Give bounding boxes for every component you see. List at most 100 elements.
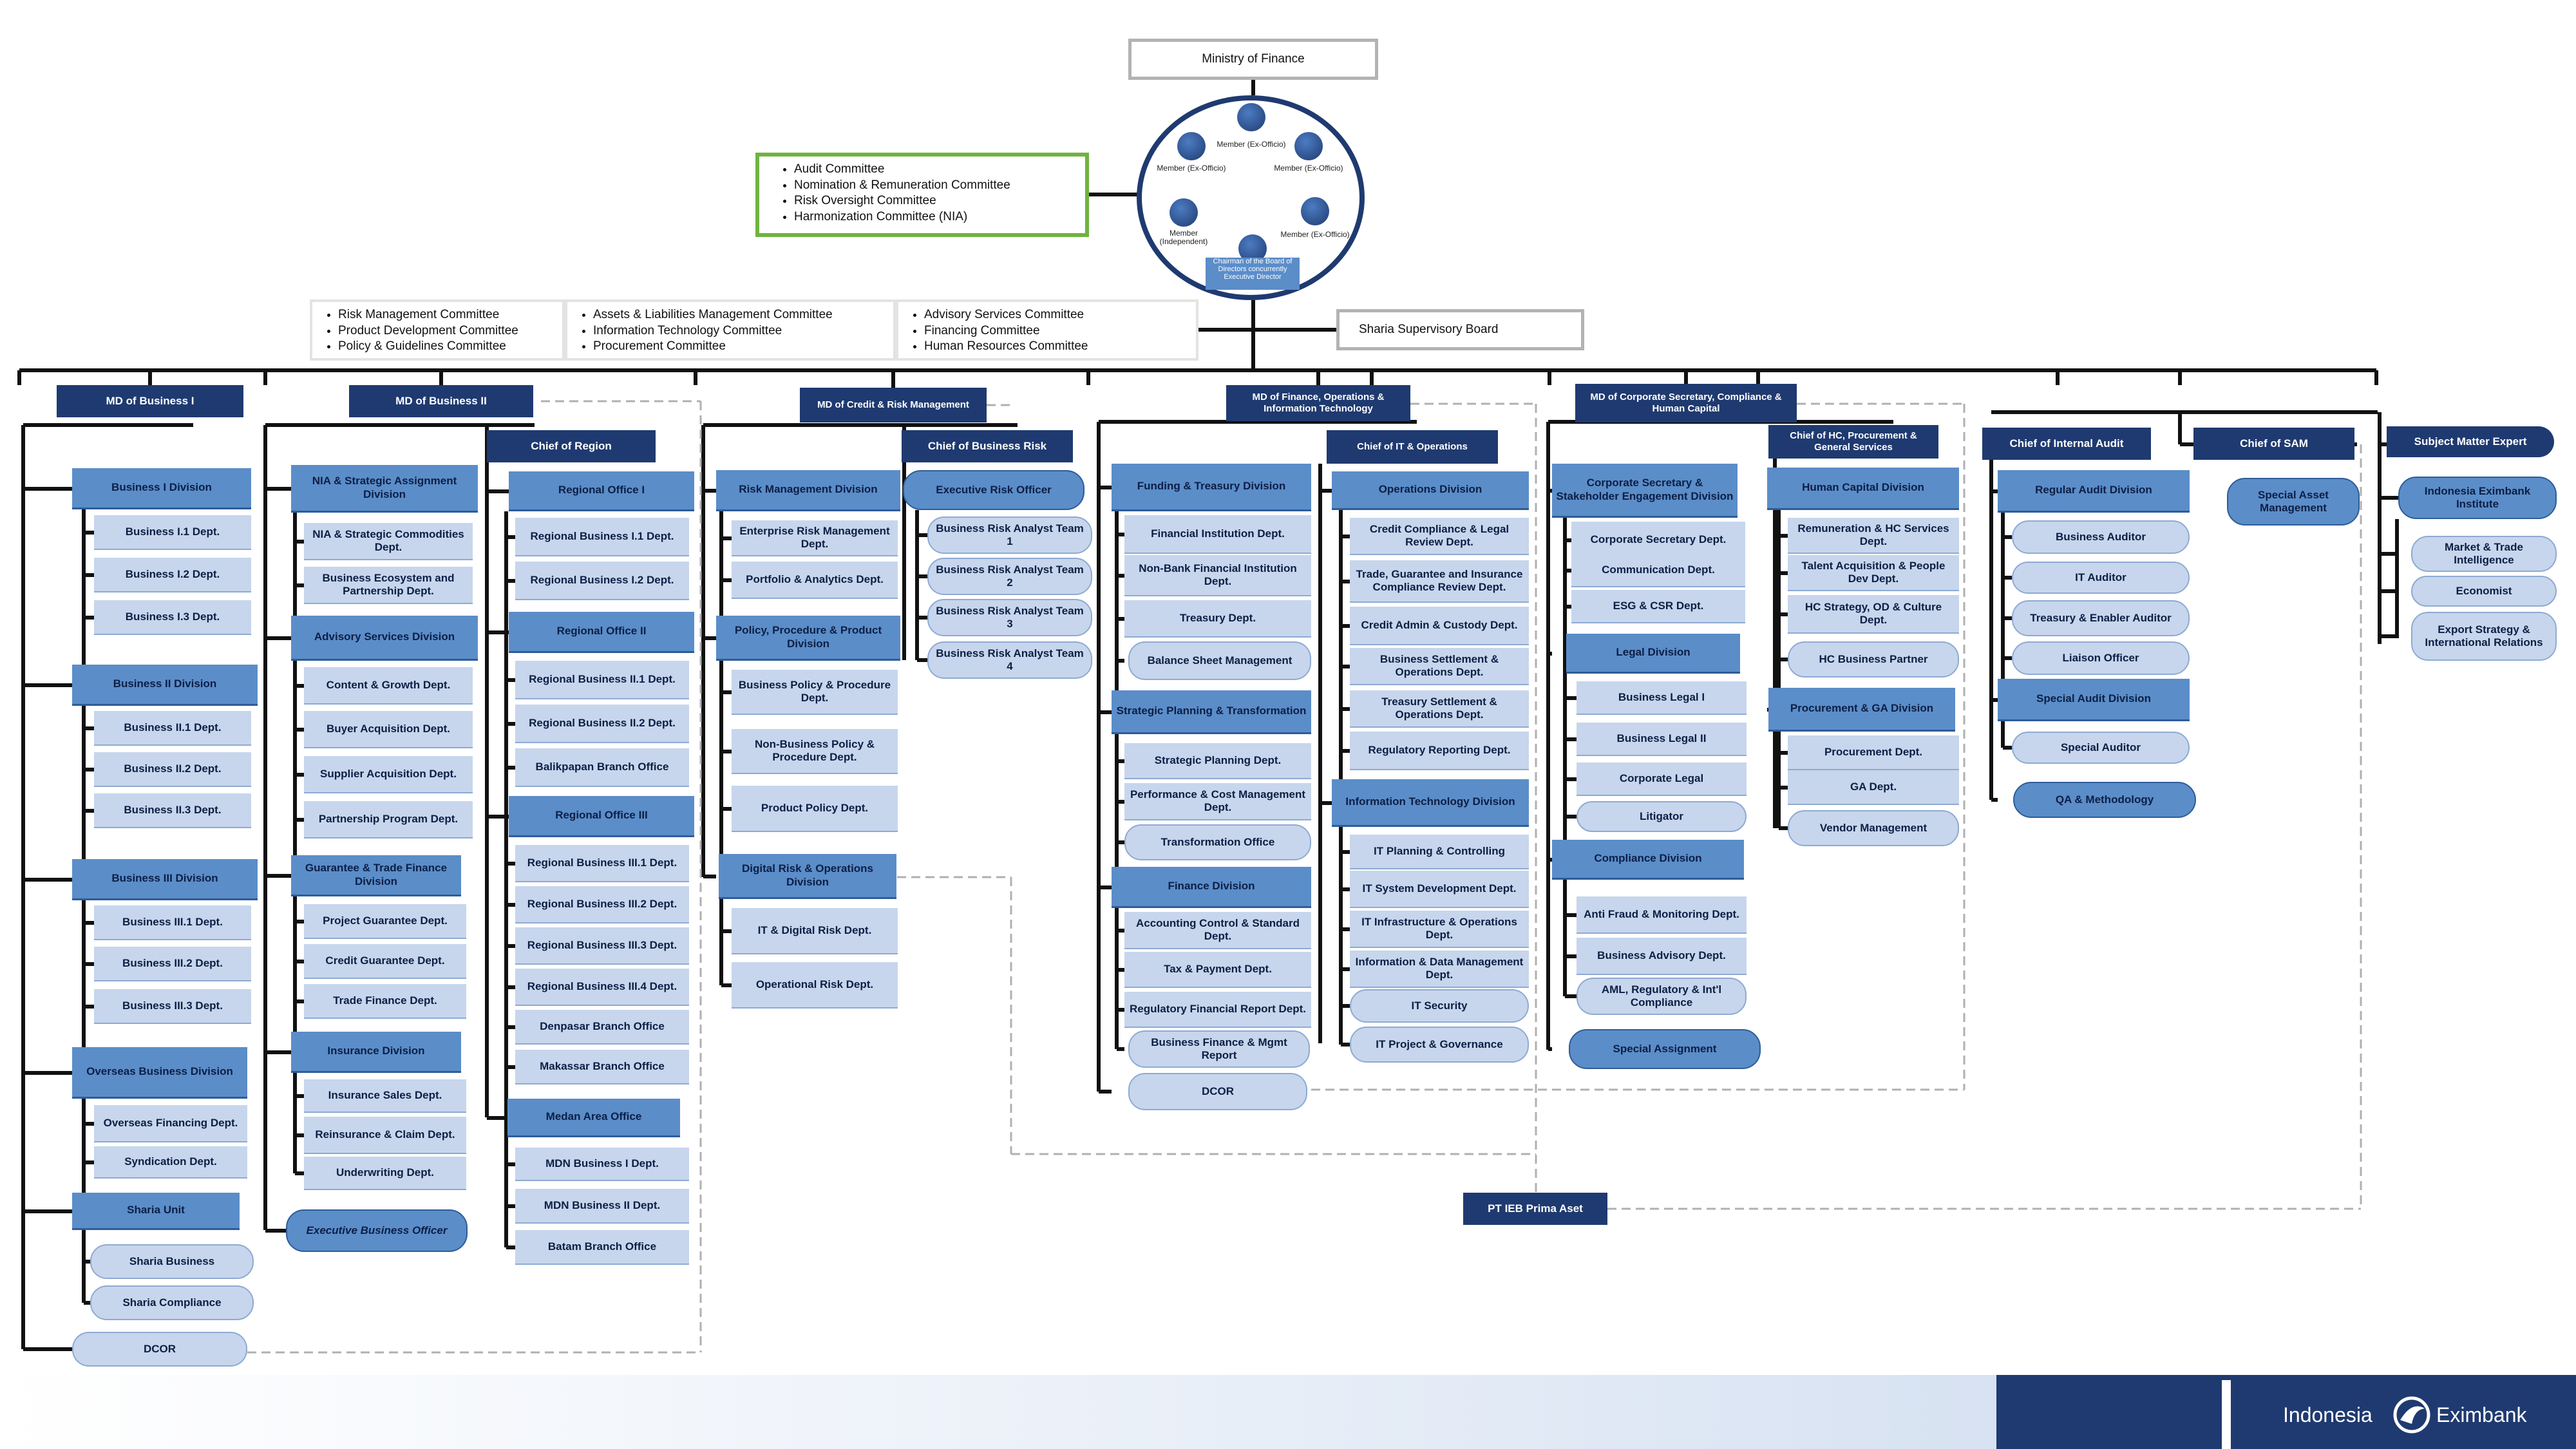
- litigator: Litigator: [1577, 801, 1747, 832]
- treasury-dept: Treasury Dept.: [1124, 600, 1311, 638]
- committee-item: Human Resources Committee: [924, 339, 1187, 355]
- mdn-business-1: MDN Business I Dept.: [515, 1148, 689, 1181]
- committee-item: Advisory Services Committee: [924, 307, 1187, 323]
- batam-branch: Batam Branch Office: [515, 1230, 689, 1265]
- it-project-governance: IT Project & Governance: [1350, 1027, 1529, 1063]
- strategic-planning-dept: Strategic Planning Dept.: [1124, 743, 1311, 779]
- it-system-dev-dept: IT System Development Dept.: [1350, 871, 1529, 908]
- information-data-dept: Information & Data Management Dept.: [1350, 951, 1529, 988]
- executive-business-officer: Executive Business Officer: [286, 1209, 468, 1252]
- non-business-policy-dept: Non-Business Policy & Procedure Dept.: [732, 729, 898, 774]
- aml-dept: AML, Regulatory & Int'l Compliance: [1577, 978, 1747, 1015]
- market-trade-intelligence: Market & Trade Intelligence: [2411, 536, 2557, 572]
- performance-cost-dept: Performance & Cost Management Dept.: [1124, 783, 1311, 820]
- partnership-program-dept: Partnership Program Dept.: [304, 801, 473, 838]
- sharia-supervisory-board-box: Sharia Supervisory Board: [1336, 309, 1584, 350]
- business-1-division: Business I Division: [72, 468, 251, 509]
- regulatory-reporting-dept: Regulatory Reporting Dept.: [1350, 732, 1529, 770]
- committee-item: Risk Oversight Committee: [794, 193, 1076, 209]
- md-business-2-header: MD of Business II: [349, 385, 533, 417]
- md-finance-ops-it-header: MD of Finance, Operations & Information …: [1226, 385, 1410, 421]
- accounting-control-dept: Accounting Control & Standard Dept.: [1124, 912, 1311, 949]
- footer-bar: Indonesia Eximbank: [0, 1375, 2576, 1449]
- regular-audit-division: Regular Audit Division: [1998, 470, 2190, 513]
- business-2-3-dept: Business II.3 Dept.: [94, 793, 251, 828]
- legal-division: Legal Division: [1566, 634, 1740, 674]
- brand-name-left: Indonesia: [2283, 1403, 2372, 1426]
- board-member-label: Member (Ex-Officio): [1280, 230, 1350, 239]
- chief-it-operations-header: Chief of IT & Operations: [1327, 430, 1498, 464]
- management-committees-box-2: Assets & Liabilities Management Committe…: [565, 299, 896, 361]
- special-assignment: Special Assignment: [1569, 1029, 1761, 1069]
- business-advisory-dept: Business Advisory Dept.: [1577, 938, 1747, 975]
- it-auditor: IT Auditor: [2012, 562, 2190, 594]
- credit-guarantee-dept: Credit Guarantee Dept.: [304, 944, 466, 979]
- procurement-dept: Procurement Dept.: [1788, 735, 1959, 770]
- regional-business-3-3: Regional Business III.3 Dept.: [515, 927, 689, 965]
- sharia-compliance: Sharia Compliance: [90, 1285, 254, 1320]
- qa-methodology: QA & Methodology: [2013, 782, 2196, 818]
- nia-division: NIA & Strategic Assignment Division: [291, 465, 478, 513]
- regional-business-1-2: Regional Business I.2 Dept.: [515, 562, 689, 600]
- regional-business-2-2: Regional Business II.2 Dept.: [515, 705, 689, 743]
- board-member-label: Member (Ex-Officio): [1274, 164, 1343, 173]
- trade-finance-dept: Trade Finance Dept.: [304, 984, 466, 1019]
- regional-business-3-4: Regional Business III.4 Dept.: [515, 969, 689, 1006]
- regional-business-1-1: Regional Business I.1 Dept.: [515, 518, 689, 556]
- business-legal-2: Business Legal II: [1577, 723, 1747, 756]
- ga-dept: GA Dept.: [1788, 770, 1959, 805]
- regional-office-2: Regional Office II: [509, 612, 694, 653]
- management-committees-box-1: Risk Management Committee Product Develo…: [310, 299, 565, 361]
- corporate-legal: Corporate Legal: [1577, 762, 1747, 796]
- hc-business-partner: HC Business Partner: [1788, 641, 1959, 677]
- member-avatar-icon: [1177, 132, 1206, 160]
- board-member-label: Member (Ex-Officio): [1157, 164, 1226, 173]
- business-1-3-dept: Business I.3 Dept.: [94, 600, 251, 635]
- chairman-label: Chairman of the Board of Directors concu…: [1206, 258, 1300, 290]
- business-1-2-dept: Business I.2 Dept.: [94, 558, 251, 592]
- regional-business-3-1: Regional Business III.1 Dept.: [515, 845, 689, 882]
- board-committees-box: Audit Committee Nomination & Remuneratio…: [755, 153, 1089, 237]
- ministry-of-finance-box: Ministry of Finance: [1128, 39, 1378, 80]
- portfolio-analytics-dept: Portfolio & Analytics Dept.: [732, 562, 898, 599]
- dcor-1: DCOR: [72, 1332, 247, 1367]
- insurance-sales-dept: Insurance Sales Dept.: [304, 1079, 466, 1113]
- special-audit-division: Special Audit Division: [1998, 679, 2190, 721]
- committee-item: Procurement Committee: [593, 339, 884, 355]
- sharia-business: Sharia Business: [90, 1244, 254, 1279]
- chief-business-risk-header: Chief of Business Risk: [902, 430, 1073, 462]
- vendor-management: Vendor Management: [1788, 810, 1959, 846]
- non-bank-fi-dept: Non-Bank Financial Institution Dept.: [1124, 555, 1311, 596]
- it-digital-risk-dept: IT & Digital Risk Dept.: [732, 908, 898, 954]
- regional-office-3: Regional Office III: [509, 796, 694, 837]
- remuneration-dept: Remuneration & HC Services Dept.: [1788, 518, 1959, 554]
- board-member-label: Member (Independent): [1159, 229, 1208, 246]
- business-ecosystem-dept: Business Ecosystem and Partnership Dept.: [304, 567, 473, 604]
- regional-business-3-2: Regional Business III.2 Dept.: [515, 886, 689, 923]
- talent-acquisition-dept: Talent Acquisition & People Dev Dept.: [1788, 555, 1959, 591]
- communication-dept: Communication Dept.: [1571, 554, 1745, 587]
- chief-of-sam-header: Chief of SAM: [2193, 428, 2354, 460]
- strategic-planning-division: Strategic Planning & Transformation: [1112, 690, 1311, 734]
- chief-internal-audit-header: Chief of Internal Audit: [1982, 428, 2151, 460]
- footer-divider: [2222, 1380, 2231, 1449]
- credit-compliance-dept: Credit Compliance & Legal Review Dept.: [1350, 518, 1529, 555]
- mdn-business-2: MDN Business II Dept.: [515, 1189, 689, 1224]
- overseas-business-division: Overseas Business Division: [72, 1047, 247, 1099]
- finance-division: Finance Division: [1112, 867, 1311, 908]
- makassar-branch: Makassar Branch Office: [515, 1050, 689, 1084]
- md-business-1-header: MD of Business I: [57, 385, 243, 417]
- management-committees-box-3: Advisory Services Committee Financing Co…: [896, 299, 1198, 361]
- committee-item: Product Development Committee: [338, 323, 553, 339]
- guarantee-trade-division: Guarantee & Trade Finance Division: [291, 855, 461, 896]
- corp-sec-division: Corporate Secretary & Stakeholder Engage…: [1552, 464, 1738, 518]
- syndication-dept: Syndication Dept.: [94, 1146, 247, 1179]
- compliance-division: Compliance Division: [1552, 840, 1744, 880]
- business-2-1-dept: Business II.1 Dept.: [94, 711, 251, 746]
- md-credit-risk-header: MD of Credit & Risk Management: [800, 388, 987, 422]
- business-1-1-dept: Business I.1 Dept.: [94, 515, 251, 550]
- risk-analyst-2: Business Risk Analyst Team 2: [927, 558, 1092, 595]
- economist: Economist: [2411, 576, 2557, 607]
- it-division: Information Technology Division: [1332, 779, 1529, 827]
